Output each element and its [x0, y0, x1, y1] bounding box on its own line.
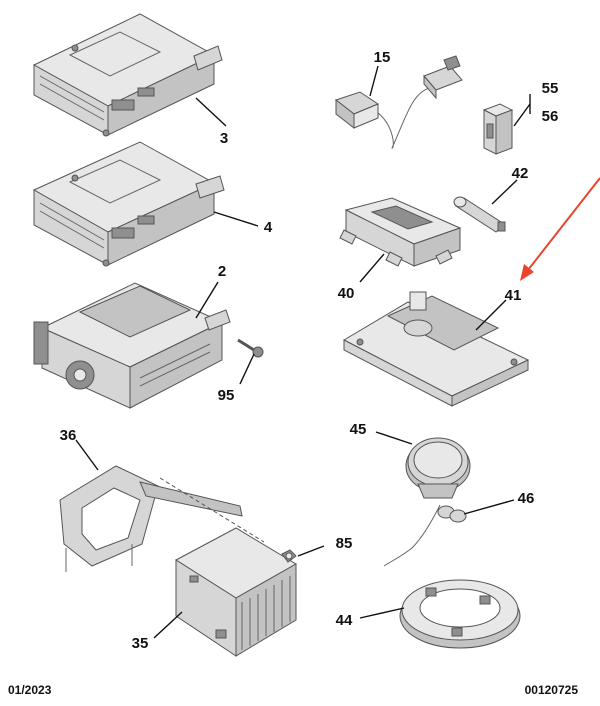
label-85: 85 — [336, 535, 353, 552]
leader-lines — [75, 65, 531, 639]
part-42-cylinder — [453, 196, 506, 233]
footer-date: 01/2023 — [8, 683, 52, 697]
label-35: 35 — [132, 635, 149, 652]
label-45: 45 — [350, 421, 367, 438]
label-55: 55 — [542, 80, 559, 97]
part-2-head-unit — [33, 282, 231, 409]
footer-reference: 00120725 — [525, 683, 579, 697]
part-3-radio-unit — [32, 13, 223, 137]
part-labels: 3 4 2 95 15 55 56 42 40 41 36 85 35 45 4… — [60, 49, 559, 652]
part-40-module — [339, 197, 462, 267]
label-44: 44 — [336, 612, 353, 629]
label-40: 40 — [338, 285, 355, 302]
assembly-dashed-line — [159, 477, 265, 543]
part-95-screw — [237, 338, 264, 358]
part-35-amplifier — [175, 527, 297, 657]
part-55-56-connector — [482, 103, 514, 155]
label-15: 15 — [374, 49, 391, 66]
part-44-ring-bracket — [399, 579, 521, 649]
label-36: 36 — [60, 427, 77, 444]
label-3: 3 — [220, 130, 228, 147]
part-45-speaker — [405, 437, 471, 499]
part-85-screw — [281, 549, 297, 563]
part-36-bracket — [59, 465, 243, 572]
red-arrow — [520, 177, 600, 281]
label-41: 41 — [505, 287, 522, 304]
label-46: 46 — [518, 490, 535, 507]
part-41-bracket — [342, 291, 530, 407]
part-15-cable-harness — [334, 55, 463, 149]
part-46-wire — [383, 504, 467, 567]
part-4-radio-unit — [32, 141, 225, 267]
label-4: 4 — [264, 219, 273, 236]
label-95: 95 — [218, 387, 235, 404]
label-42: 42 — [512, 165, 529, 182]
label-56: 56 — [542, 108, 559, 125]
label-2: 2 — [218, 263, 226, 280]
